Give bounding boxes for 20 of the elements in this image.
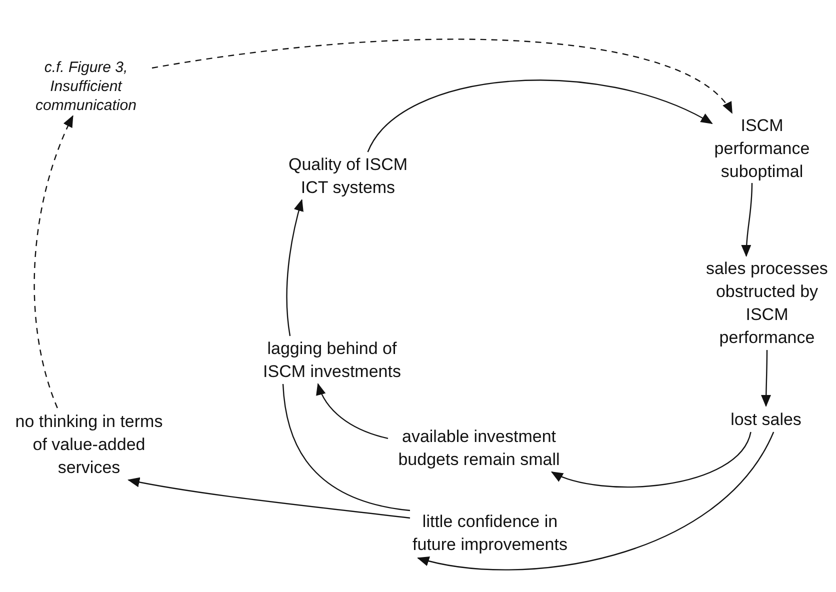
node-text: lost sales [728,406,804,432]
node-text: available investment budgets remain small [388,424,570,472]
dashed-arrow [152,38,733,114]
node-text: Quality of ISCM ICT systems [282,152,414,200]
arrow [286,199,304,336]
node-text: little confidence in future improvements [410,508,570,558]
arrow [550,432,752,488]
dashed-arrow [34,115,74,408]
arrow [367,80,713,152]
arrow [761,350,772,407]
node-text: no thinking in terms of value-added services [10,408,168,480]
arrow [741,182,753,257]
node-text: sales processes obstructed by ISCM performance [698,256,836,350]
connector-line [282,384,410,512]
node-text: c.f. Figure 3, Insufficient communication [20,56,152,116]
arrow [128,477,410,519]
node-text: lagging behind of ISCM investments [262,336,402,384]
arrow [316,383,388,439]
node-text: ISCM performance suboptimal [712,113,812,183]
arrow [417,432,774,570]
